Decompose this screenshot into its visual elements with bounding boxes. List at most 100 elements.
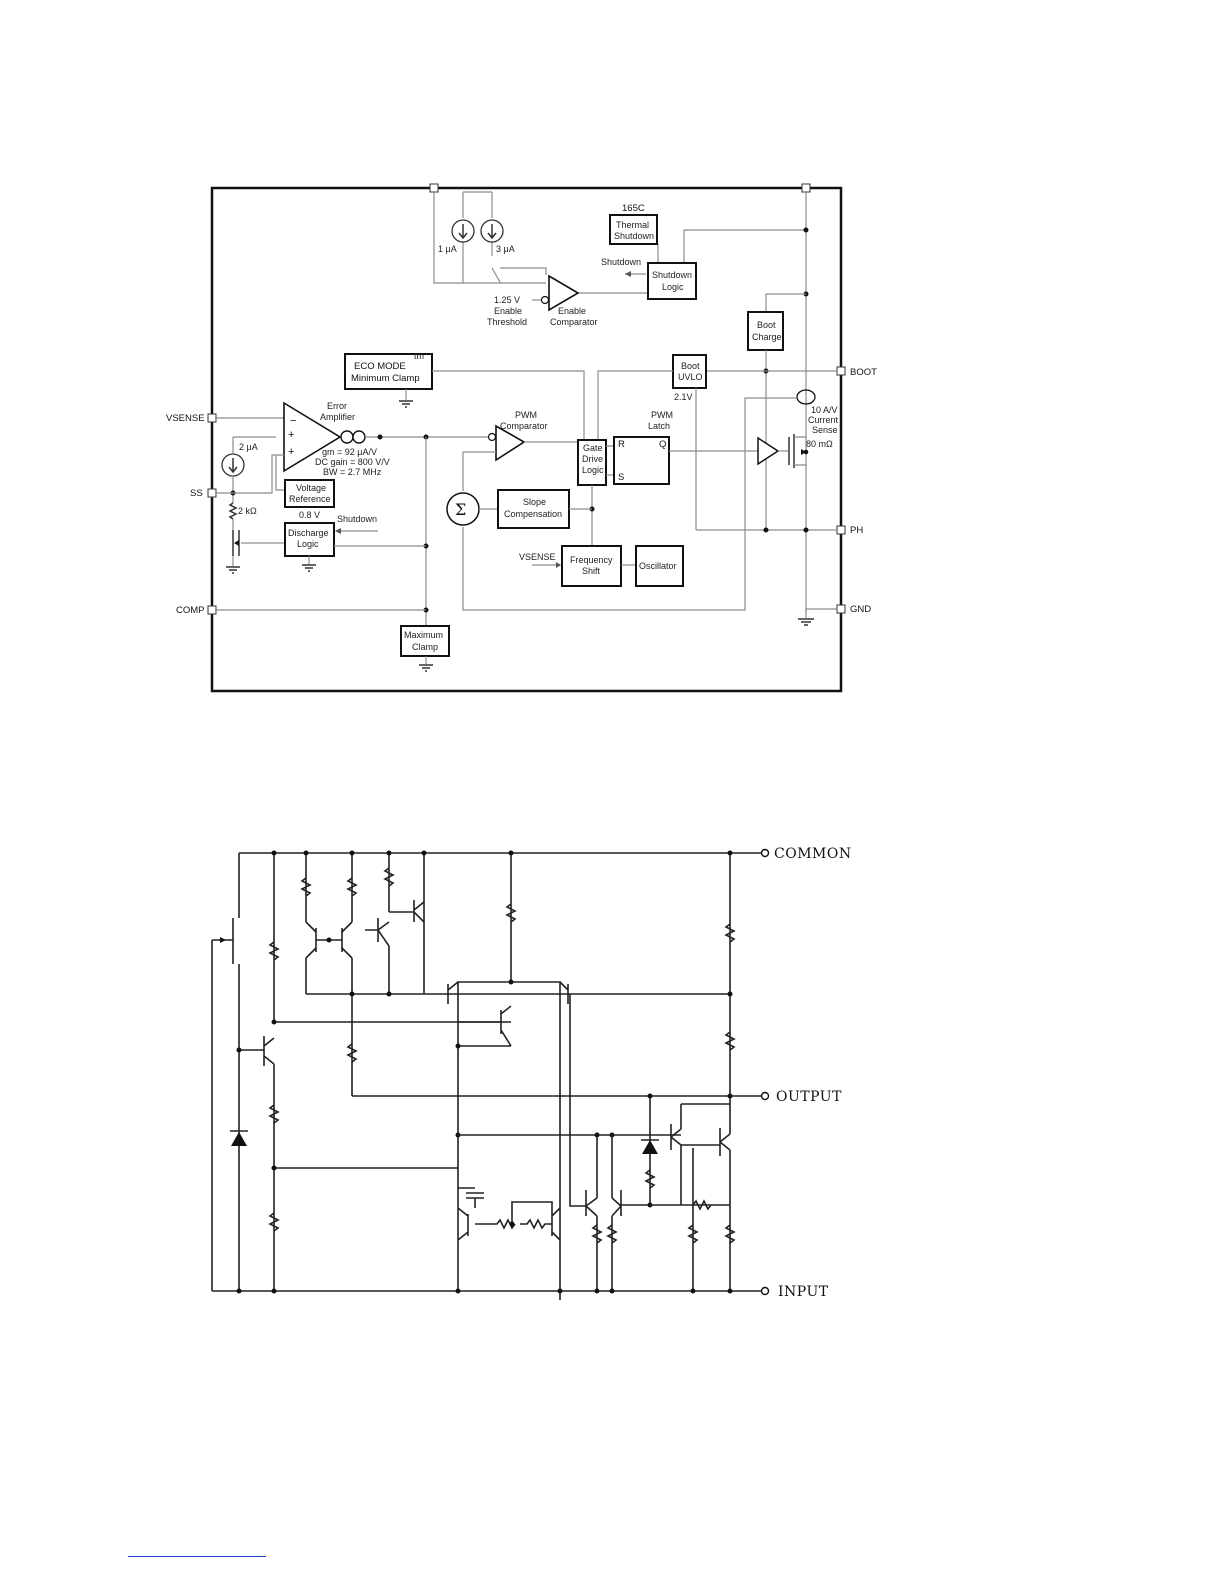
gate-driver-triangle xyxy=(757,436,780,466)
block-diagram: VSENSE SS COMP BOOT PH GND 1 μA 3 μA 1.2… xyxy=(166,183,877,693)
node-994-352 xyxy=(349,991,355,997)
node-730-994 xyxy=(727,991,733,997)
thermal-shutdown-1: Thermal xyxy=(616,220,649,230)
label-2ua: 2 μA xyxy=(239,442,258,452)
node-274-mid xyxy=(271,1019,277,1025)
resistors-mirror-top xyxy=(300,867,395,897)
label-2v1: 2.1V xyxy=(674,392,693,402)
terminal-input-circle[interactable] xyxy=(760,1286,770,1296)
node-512-1224 xyxy=(509,1221,515,1227)
wire-eco-gate xyxy=(432,370,585,440)
resistors-col-274 xyxy=(268,941,280,1232)
wire-vref xyxy=(275,455,285,491)
pwm-latch-block xyxy=(613,436,670,485)
discharge-fet-arrow xyxy=(234,540,239,546)
label-vsense-in: VSENSE xyxy=(519,552,556,562)
terminal-input-label: INPUT xyxy=(778,1284,829,1300)
slope-compensation-block xyxy=(497,489,570,529)
eco-mode-2: Minimum Clamp xyxy=(351,373,420,384)
label-rdson: 80 mΩ xyxy=(806,439,833,449)
q-612 xyxy=(611,1135,650,1291)
node-q1-base xyxy=(236,1047,242,1053)
boot-uvlo-2: UVLO xyxy=(678,372,703,382)
wire-current-sense-loop xyxy=(462,397,797,611)
node-mirror-base xyxy=(326,937,332,943)
mirror-wires xyxy=(305,939,353,1096)
error-amplifier-triangle xyxy=(283,401,342,473)
node-vin-1 xyxy=(803,227,809,233)
voltage-ref-1: Voltage xyxy=(296,483,326,493)
q-mid xyxy=(458,1005,512,1047)
label-cs-3: Sense xyxy=(812,425,838,435)
boot-charge-1: Boot xyxy=(757,320,776,330)
wire-fet-rails xyxy=(794,436,806,466)
arrow-shutdown xyxy=(625,271,631,277)
label-enable-2: Threshold xyxy=(487,317,527,327)
label-gm: gm = 92 μA/V xyxy=(322,447,377,457)
gate-drive-2: Drive xyxy=(582,454,603,464)
arrow-shutdown2-icon xyxy=(335,528,341,534)
jfet-left xyxy=(232,853,240,1291)
diode-right-icon xyxy=(642,1140,658,1154)
shutdown-logic-2: Logic xyxy=(662,282,684,292)
wire-sigma-pwm xyxy=(462,451,496,491)
node-common-2 xyxy=(303,850,309,856)
pwm-comparator-triangle xyxy=(495,424,526,462)
wire-switch-ctrl xyxy=(500,267,547,275)
label-enable-cmp-2: Comparator xyxy=(550,317,598,327)
resistors-597-612 xyxy=(591,1224,618,1244)
latch-s: S xyxy=(618,472,624,483)
diode-left-icon xyxy=(231,1132,247,1146)
node-input-7 xyxy=(690,1288,696,1294)
label-thermal-temp: 165C xyxy=(622,203,645,214)
arrow-1ua-icon xyxy=(458,224,468,240)
capacitor-icon xyxy=(458,1187,484,1208)
q-389 xyxy=(365,918,390,994)
wire-bootcharge-top xyxy=(765,293,806,312)
arrow-3ua-icon xyxy=(487,224,497,240)
col-730 xyxy=(724,853,736,1096)
pin-en-square xyxy=(429,183,439,193)
label-1ua: 1 μA xyxy=(438,244,457,254)
voltage-ref-2: Reference xyxy=(289,494,331,504)
label-error-amp-1: Error xyxy=(327,401,347,411)
wire-gnd xyxy=(805,608,837,618)
wire-en xyxy=(433,192,546,284)
latch-q: Q xyxy=(659,439,666,450)
arrow-2ua-icon xyxy=(228,458,238,474)
lower-pair xyxy=(457,1201,561,1241)
current-sense-coil xyxy=(796,389,816,405)
node-input-8 xyxy=(727,1288,733,1294)
node-ph-1 xyxy=(763,527,769,533)
jfet-arrow-icon xyxy=(220,937,226,943)
boot-uvlo-1: Boot xyxy=(681,361,700,371)
node-input-4 xyxy=(557,1288,563,1294)
terminal-common-circle[interactable] xyxy=(760,848,770,858)
footer-link-underline xyxy=(128,1556,266,1557)
pin-gnd-square xyxy=(836,604,846,614)
label-shutdown-arrow: Shutdown xyxy=(601,257,641,267)
node-common-1 xyxy=(271,850,277,856)
label-bw: BW = 2.7 MHz xyxy=(323,467,382,477)
node-994-389 xyxy=(386,991,392,997)
max-clamp-1: Maximum xyxy=(404,630,443,640)
q-424 xyxy=(389,900,425,923)
boot-charge-2: Charge xyxy=(752,332,782,342)
slope-2: Compensation xyxy=(504,509,562,519)
discharge-2: Logic xyxy=(297,539,319,549)
terminal-output-circle[interactable] xyxy=(760,1091,770,1101)
freq-1: Frequency xyxy=(570,555,613,565)
enable-comparator-inv xyxy=(540,295,550,305)
node-input-3 xyxy=(455,1288,461,1294)
latch-r: R xyxy=(618,439,625,450)
voltage-reference-block xyxy=(284,479,335,508)
chip-boundary xyxy=(210,186,843,693)
label-3ua: 3 μA xyxy=(496,244,515,254)
q-681 xyxy=(650,1104,730,1206)
wires-mirror-top xyxy=(305,853,425,994)
wire-3ua-switch xyxy=(491,242,501,283)
node-input-2 xyxy=(271,1288,277,1294)
pin-boot-square xyxy=(836,366,846,376)
pin-ss-square xyxy=(207,488,217,498)
summer-sigma: Σ xyxy=(455,500,466,519)
